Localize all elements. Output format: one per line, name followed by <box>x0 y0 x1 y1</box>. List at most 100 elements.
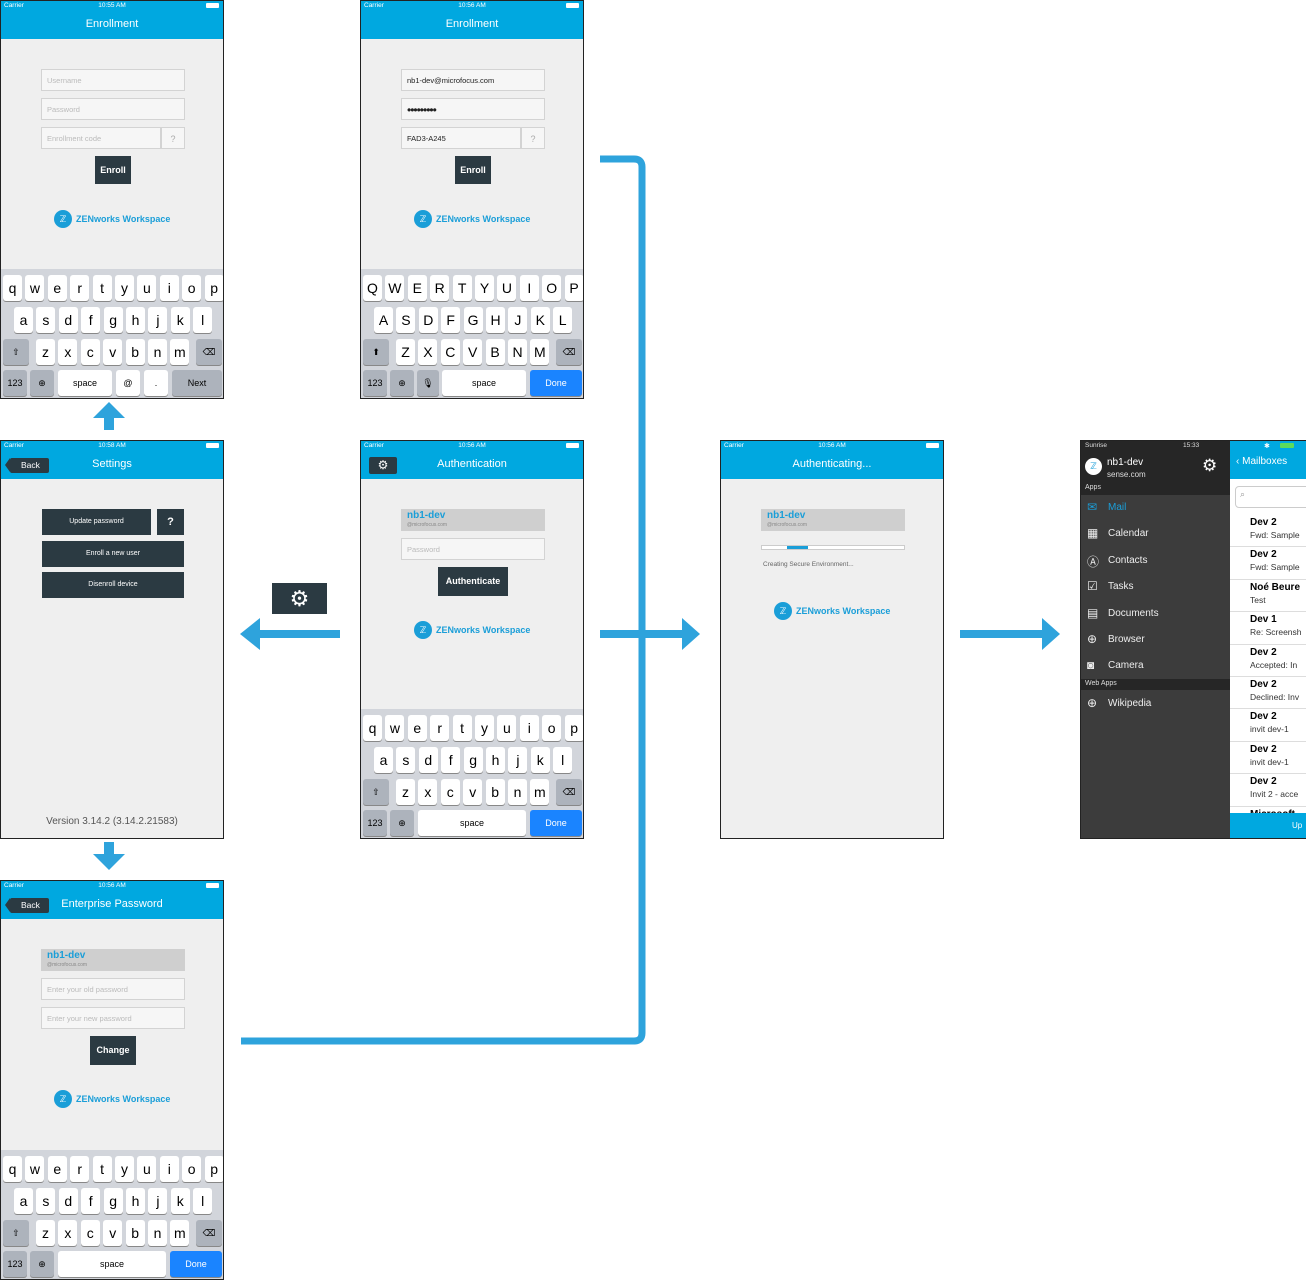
key[interactable]: o <box>542 715 562 741</box>
update-password-button[interactable]: Update password <box>42 509 151 535</box>
key[interactable]: I <box>519 275 539 301</box>
key[interactable]: d <box>58 307 78 333</box>
key[interactable]: h <box>486 747 505 773</box>
key[interactable]: o <box>182 275 202 301</box>
password-input[interactable]: Password <box>401 538 545 560</box>
key[interactable]: B <box>485 339 505 365</box>
key[interactable]: r <box>430 715 450 741</box>
key[interactable]: b <box>125 1220 145 1246</box>
help-button[interactable]: ? <box>521 127 545 149</box>
key[interactable]: c <box>80 1220 100 1246</box>
search-input[interactable]: ⌕ <box>1235 486 1306 508</box>
shift-icon[interactable]: ⬆ <box>363 339 389 365</box>
key[interactable]: p <box>204 275 223 301</box>
dot-key[interactable]: . <box>144 370 168 396</box>
sidebar-item-wikipedia[interactable]: ⊕Wikipedia <box>1081 691 1230 717</box>
key[interactable]: n <box>148 339 167 365</box>
key[interactable]: p <box>204 1156 223 1182</box>
key[interactable]: G <box>463 307 483 333</box>
shift-icon[interactable]: ⇧ <box>363 779 389 805</box>
space-key[interactable]: space <box>418 810 526 836</box>
sidebar-item-mail[interactable]: ✉Mail <box>1081 495 1230 521</box>
key[interactable]: l <box>193 307 213 333</box>
key[interactable]: P <box>564 275 583 301</box>
new-password-input[interactable]: Enter your new password <box>41 1007 185 1029</box>
key[interactable]: u <box>497 715 517 741</box>
sidebar-item-browser[interactable]: ⊕Browser <box>1081 627 1230 653</box>
key[interactable]: z <box>36 1220 55 1246</box>
key[interactable]: o <box>182 1156 202 1182</box>
key[interactable]: l <box>193 1188 213 1214</box>
numbers-key[interactable]: 123 <box>363 370 387 396</box>
key[interactable]: b <box>485 779 505 805</box>
old-password-input[interactable]: Enter your old password <box>41 978 185 1000</box>
key[interactable]: Y <box>475 275 494 301</box>
key[interactable]: H <box>486 307 505 333</box>
authenticate-button[interactable]: Authenticate <box>438 567 508 596</box>
key[interactable]: j <box>148 307 168 333</box>
key[interactable]: M <box>530 339 550 365</box>
sidebar-item-tasks[interactable]: ☑Tasks <box>1081 574 1230 600</box>
key[interactable]: r <box>70 1156 90 1182</box>
globe-icon[interactable]: ⊕ <box>390 370 414 396</box>
key[interactable]: s <box>36 1188 56 1214</box>
key[interactable]: e <box>47 275 67 301</box>
key[interactable]: k <box>170 307 190 333</box>
gear-icon[interactable]: ⚙ <box>1202 456 1218 475</box>
key[interactable]: r <box>70 275 90 301</box>
key[interactable]: V <box>463 339 483 365</box>
key[interactable]: i <box>159 1156 179 1182</box>
delete-icon[interactable]: ⌫ <box>556 779 582 805</box>
key[interactable]: j <box>148 1188 168 1214</box>
key[interactable]: b <box>125 339 145 365</box>
key[interactable]: e <box>47 1156 67 1182</box>
key[interactable]: v <box>103 339 123 365</box>
key[interactable]: D <box>418 307 438 333</box>
key[interactable]: x <box>418 779 438 805</box>
key[interactable]: a <box>14 307 33 333</box>
key[interactable]: a <box>14 1188 33 1214</box>
globe-icon[interactable]: ⊕ <box>30 370 54 396</box>
enroll-new-user-button[interactable]: Enroll a new user <box>42 541 184 567</box>
key[interactable]: K <box>530 307 550 333</box>
sidebar-item-documents[interactable]: ▤Documents <box>1081 601 1230 627</box>
numbers-key[interactable]: 123 <box>3 1251 27 1277</box>
key[interactable]: t <box>92 1156 112 1182</box>
password-input[interactable]: Password <box>41 98 185 120</box>
key[interactable]: W <box>385 275 405 301</box>
key[interactable]: t <box>92 275 112 301</box>
gear-icon[interactable]: ⚙ <box>369 457 397 474</box>
key[interactable]: x <box>58 339 78 365</box>
key[interactable]: w <box>25 1156 45 1182</box>
key[interactable]: u <box>137 1156 157 1182</box>
enroll-button[interactable]: Enroll <box>455 156 491 184</box>
key[interactable]: N <box>508 339 527 365</box>
enrollment-code-input[interactable]: FAD3-A245 <box>401 127 521 149</box>
key[interactable]: k <box>530 747 550 773</box>
numbers-key[interactable]: 123 <box>3 370 27 396</box>
key[interactable]: e <box>407 715 427 741</box>
username-input[interactable]: Username <box>41 69 185 91</box>
done-key[interactable]: Done <box>170 1251 222 1277</box>
disenroll-device-button[interactable]: Disenroll device <box>42 572 184 598</box>
mailboxes-back-button[interactable]: ‹ Mailboxes <box>1236 456 1288 467</box>
key[interactable]: p <box>564 715 583 741</box>
key[interactable]: T <box>452 275 472 301</box>
key[interactable]: n <box>148 1220 167 1246</box>
at-key[interactable]: @ <box>116 370 140 396</box>
key[interactable]: c <box>440 779 460 805</box>
key[interactable]: g <box>103 1188 123 1214</box>
enrollment-code-input[interactable]: Enrollment code <box>41 127 161 149</box>
key[interactable]: U <box>497 275 517 301</box>
key[interactable]: y <box>115 1156 134 1182</box>
key[interactable]: t <box>452 715 472 741</box>
key[interactable]: k <box>170 1188 190 1214</box>
key[interactable]: Q <box>363 275 382 301</box>
key[interactable]: a <box>374 747 393 773</box>
key[interactable]: y <box>115 275 134 301</box>
password-input[interactable]: ••••••••• <box>401 98 545 120</box>
